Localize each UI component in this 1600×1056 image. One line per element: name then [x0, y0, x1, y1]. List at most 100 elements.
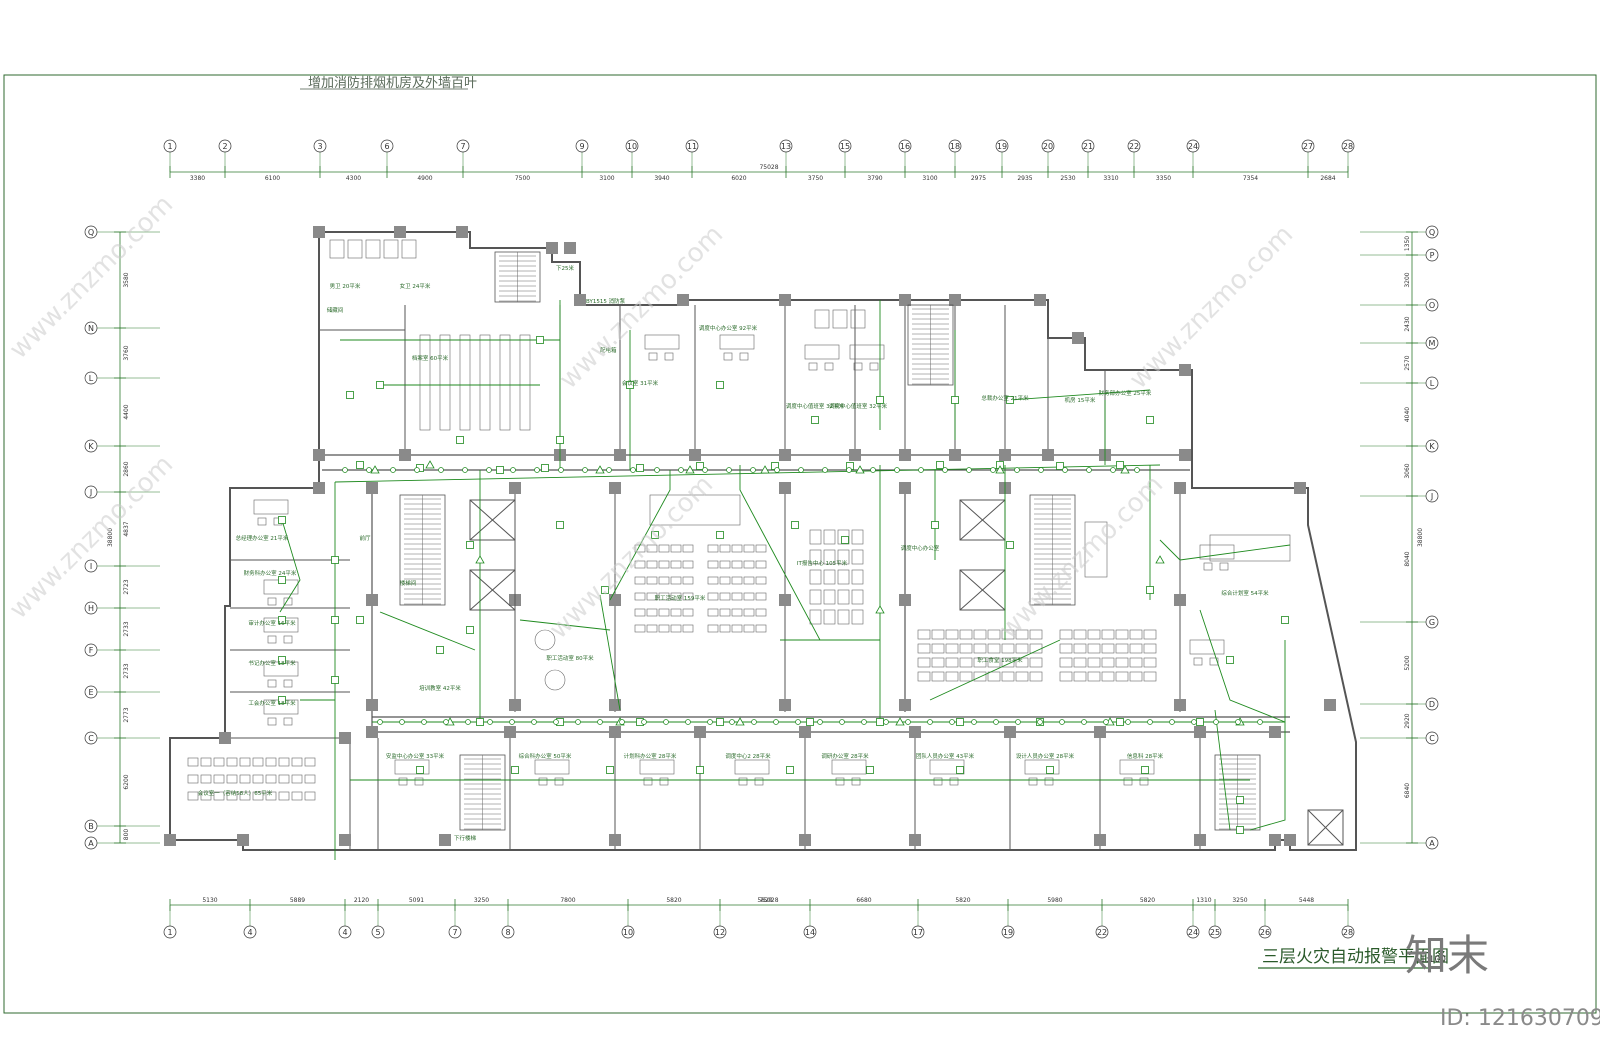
- column: [564, 242, 576, 254]
- bottom-dim-value: 5820: [757, 897, 772, 904]
- round-table: [544, 669, 566, 691]
- column: [779, 594, 791, 606]
- office-chair: [538, 777, 548, 786]
- bottom-dim-value: 5889: [290, 897, 305, 904]
- office-desk: [929, 759, 965, 775]
- classroom-seat: [731, 608, 743, 617]
- training-seat: [837, 589, 850, 605]
- toilet-stall: [383, 239, 399, 259]
- top-dim-value: 2530: [1060, 175, 1075, 182]
- module-icon: [1059, 719, 1065, 725]
- room-labels: 男卫 20平米女卫 24平米档案室 60平米调度中心办公室 92平米调度中心值班…: [198, 282, 1269, 842]
- room-label: 职工活动室 159平米: [655, 594, 706, 602]
- bottom-dim-value: 5820: [955, 897, 970, 904]
- meeting-seat: [278, 774, 290, 784]
- smoke-detector-icon: [436, 646, 444, 654]
- canteen-seat: [987, 657, 1001, 668]
- meeting-seat: [213, 757, 225, 767]
- canteen-seat: [1001, 671, 1015, 682]
- canteen-seat: [1073, 643, 1087, 654]
- classroom-seat: [743, 576, 755, 585]
- right-axis-label: P: [1430, 251, 1435, 260]
- top-axis-label: 3: [317, 142, 322, 151]
- alarm-bell-icon: [370, 465, 380, 474]
- bottom-axis-bubble: [713, 925, 727, 939]
- conference-table: [1209, 534, 1291, 562]
- meeting-seat: [291, 757, 303, 767]
- training-seat: [837, 569, 850, 585]
- meeting-seat: [304, 774, 316, 784]
- module-icon: [702, 467, 708, 473]
- top-axis-bubble: [163, 139, 177, 153]
- right-axis-bubble: [1425, 298, 1439, 312]
- column: [313, 226, 325, 238]
- smoke-detector-icon: [811, 416, 819, 424]
- column: [899, 482, 911, 494]
- room-label: 信息科 28平米: [1127, 752, 1164, 760]
- meeting-seat: [187, 774, 199, 784]
- top-axis-bubble: [1081, 139, 1095, 153]
- canteen-seat: [945, 629, 959, 640]
- stage-platform: [649, 494, 741, 526]
- top-axis-label: 18: [950, 142, 960, 151]
- svg-text:www.znzmo.com: www.znzmo.com: [4, 450, 179, 625]
- classroom-seat: [755, 560, 767, 569]
- office-desk: [644, 334, 680, 350]
- column: [949, 449, 961, 461]
- meeting-seat: [200, 757, 212, 767]
- office-desk: [719, 334, 755, 350]
- module-icon: [534, 467, 540, 473]
- smoke-detector-icon: [716, 531, 724, 539]
- right-dim-value: 3060: [1404, 463, 1411, 478]
- column: [614, 449, 626, 461]
- top-axis-bubble: [313, 139, 327, 153]
- room-label: 调度中心办公室: [901, 544, 940, 552]
- furniture-layout: [187, 239, 1291, 801]
- classroom-seat: [743, 624, 755, 633]
- training-seat: [823, 549, 836, 565]
- canteen-seat: [931, 657, 945, 668]
- canteen-seat: [973, 671, 987, 682]
- left-axis-label: B: [88, 822, 94, 831]
- office-chair: [554, 777, 564, 786]
- archive-shelf: [519, 334, 531, 431]
- meeting-seat: [265, 791, 277, 801]
- classroom-seat: [682, 544, 694, 553]
- classroom-seat: [658, 544, 670, 553]
- module-icon: [1103, 719, 1109, 725]
- classroom-seat: [670, 624, 682, 633]
- room-label: 总裁办公室 21平米: [981, 394, 1029, 402]
- training-seat: [809, 589, 822, 605]
- module-icon: [839, 719, 845, 725]
- bottom-dim-value: 6680: [856, 897, 871, 904]
- left-axis-bubble: [84, 836, 98, 850]
- left-dim-value: 2773: [123, 707, 130, 722]
- left-axis-bubble: [84, 485, 98, 499]
- module-icon: [1086, 467, 1092, 473]
- canteen-seat: [1143, 671, 1157, 682]
- right-axis-bubble: [1425, 248, 1439, 262]
- column: [339, 732, 351, 744]
- smoke-detector-icon: [1146, 586, 1154, 594]
- column: [849, 449, 861, 461]
- toilet-stall: [329, 239, 345, 259]
- meeting-seat: [252, 757, 264, 767]
- column: [949, 294, 961, 306]
- bottom-axis-label: 25: [1210, 928, 1220, 937]
- smoke-detector-icon: [376, 381, 384, 389]
- left-dimension-line: QNLKJIHFECBA3580376044002860483727232733…: [84, 225, 160, 850]
- smoke-detector-icon: [541, 464, 549, 472]
- archive-shelf: [499, 334, 511, 431]
- office-chair: [824, 362, 834, 371]
- smoke-detector-icon: [1281, 616, 1289, 624]
- room-label: 总经理办公室 21平米: [236, 534, 289, 542]
- meeting-seat: [239, 757, 251, 767]
- smoke-detector-icon: [601, 586, 609, 594]
- top-axis-label: 10: [627, 142, 637, 151]
- module-icon: [1147, 719, 1153, 725]
- office-chair: [1209, 657, 1219, 666]
- bottom-axis-bubble: [1095, 925, 1109, 939]
- bottom-axis-label: 28: [1343, 928, 1353, 937]
